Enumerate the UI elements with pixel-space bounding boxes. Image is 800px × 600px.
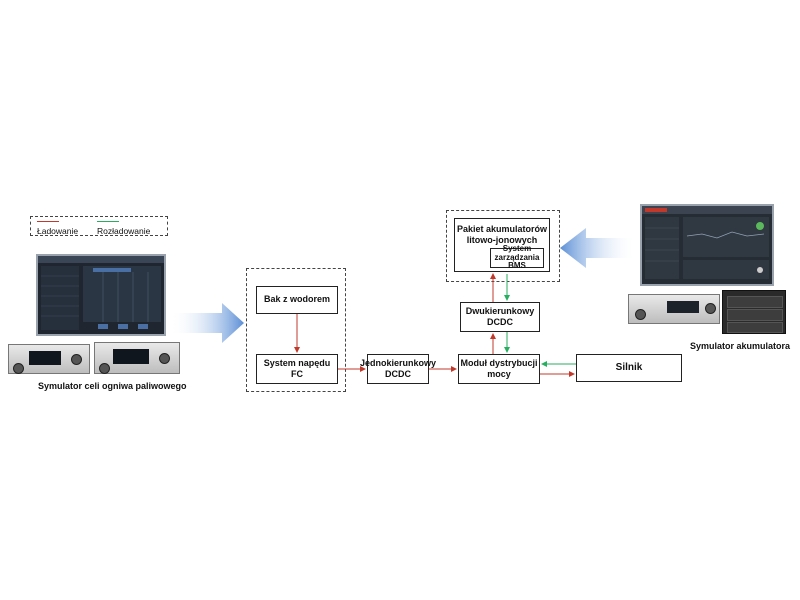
discharge-line-swatch bbox=[96, 221, 119, 223]
legend-discharge-label: Rozładowanie bbox=[96, 226, 151, 236]
distribution-module-block: Moduł dystrybucji mocy bbox=[458, 354, 540, 384]
bidirectional-dcdc-block: Dwukierunkowy DCDC bbox=[460, 302, 540, 332]
bms-label: System zarządzania BMS bbox=[494, 244, 540, 271]
battery-simulator-device bbox=[628, 294, 720, 324]
battery-system-frame bbox=[446, 210, 560, 282]
hydrogen-tank-label: Bak z wodorem bbox=[263, 294, 330, 305]
legend-charge: Ładowanie bbox=[37, 216, 91, 236]
fc-simulator-device-1 bbox=[8, 344, 90, 374]
unidirectional-dcdc-label: Jednokierunkowy DCDC bbox=[359, 357, 437, 379]
bidirectional-dcdc-label: Dwukierunkowy DCDC bbox=[465, 305, 535, 327]
fc-simulator-device-2 bbox=[94, 342, 180, 374]
battery-rack-unit bbox=[722, 290, 786, 334]
legend-discharge: Rozładowanie bbox=[96, 216, 161, 236]
unidirectional-dcdc-block: Jednokierunkowy DCDC bbox=[360, 354, 436, 384]
fc-simulator-blue-arrow bbox=[170, 303, 244, 343]
motor-block: Silnik bbox=[576, 354, 682, 382]
distribution-module-label: Moduł dystrybucji mocy bbox=[460, 357, 538, 379]
battery-simulator-blue-arrow bbox=[560, 228, 636, 268]
fc-screen-graphic bbox=[38, 256, 164, 330]
motor-label: Silnik bbox=[615, 361, 643, 373]
fc-system-frame bbox=[246, 268, 346, 392]
legend: Ładowanie Rozładowanie bbox=[30, 216, 168, 236]
bms-block: System zarządzania BMS bbox=[490, 244, 544, 271]
fc-simulator-software-screen bbox=[36, 254, 166, 336]
battery-simulator-software-screen bbox=[640, 204, 774, 286]
fc-drive-system-block: System napędu FC bbox=[256, 354, 338, 384]
fc-simulator-caption: Symulator celi ogniwa paliwowego bbox=[38, 381, 187, 391]
battery-pack-label: Pakiet akumulatorów litowo-jonowych bbox=[456, 224, 548, 246]
charge-line-swatch bbox=[37, 221, 59, 223]
hydrogen-tank-block: Bak z wodorem bbox=[256, 286, 338, 314]
battery-screen-graphic bbox=[642, 206, 772, 279]
legend-charge-label: Ładowanie bbox=[37, 226, 79, 236]
fc-drive-system-label: System napędu FC bbox=[263, 357, 331, 379]
battery-simulator-caption: Symulator akumulatora bbox=[690, 341, 791, 351]
